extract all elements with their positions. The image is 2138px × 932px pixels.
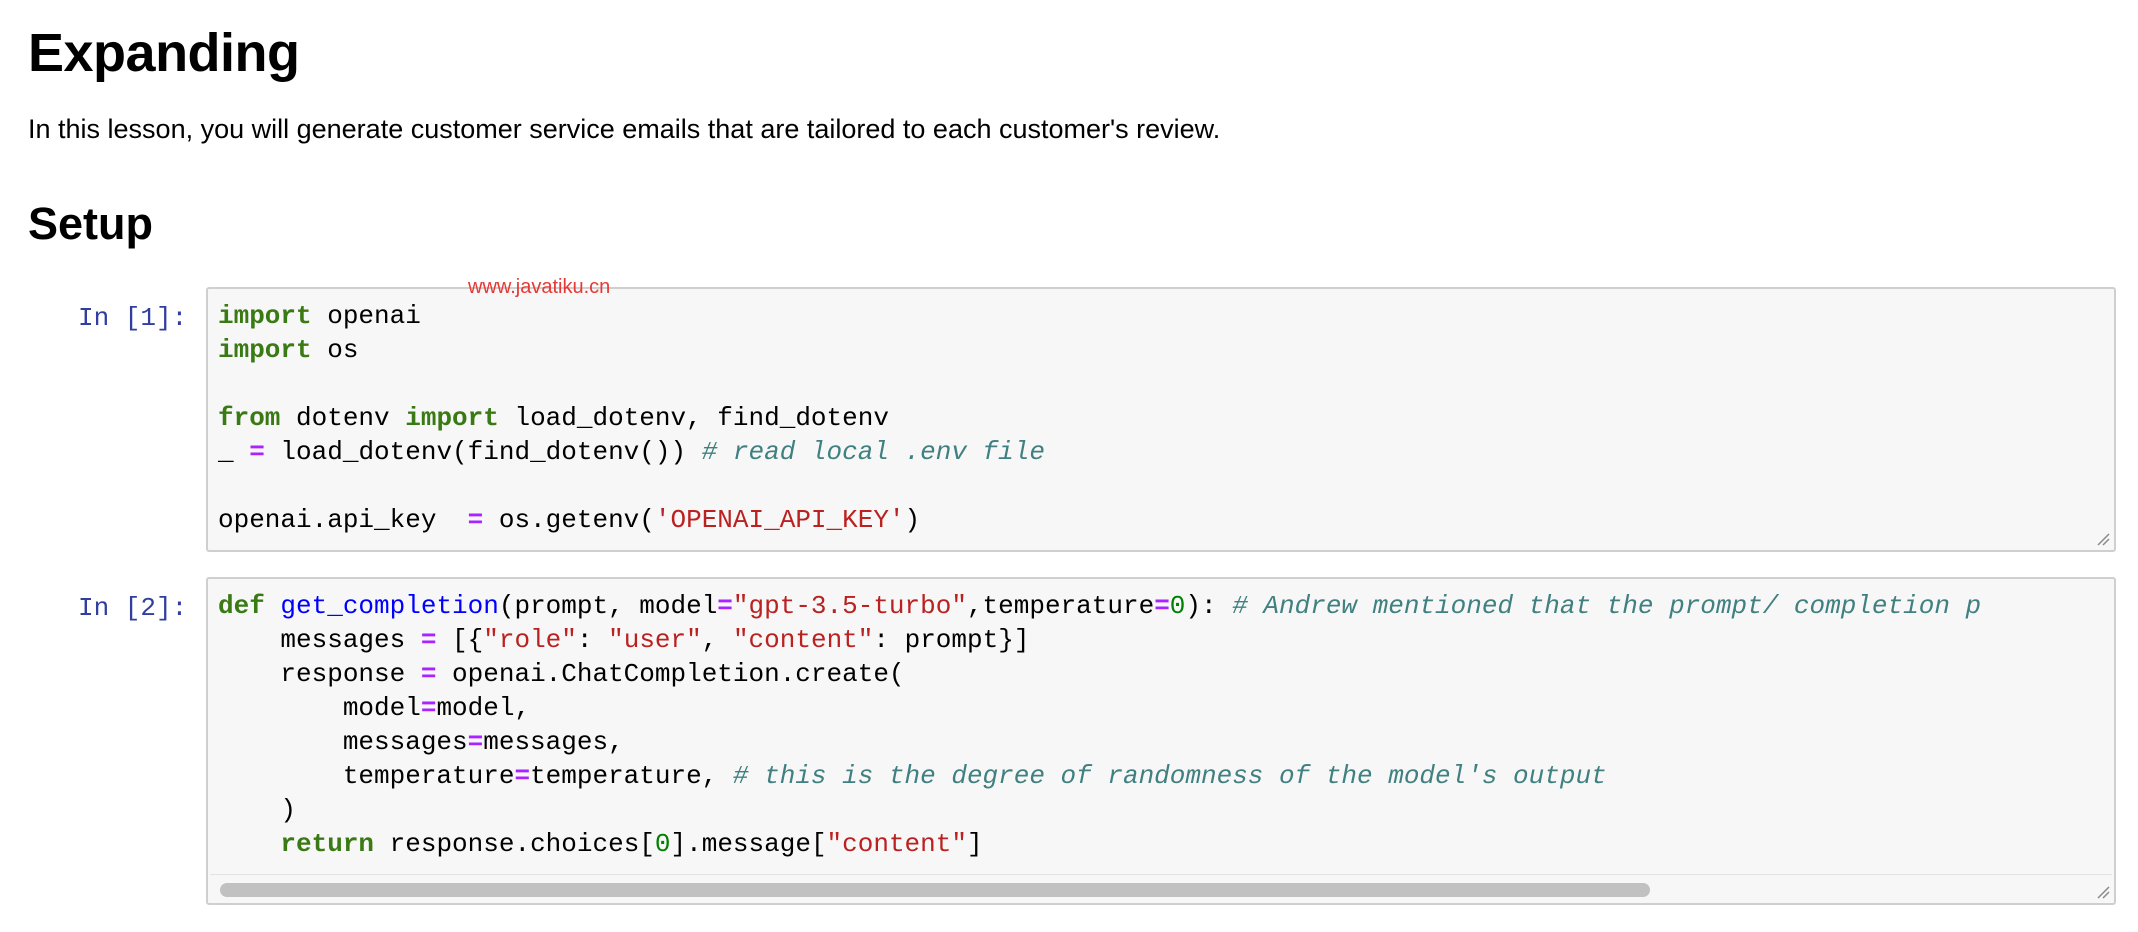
cell-2-input[interactable]: def get_completion(prompt, model="gpt-3.… <box>206 577 2116 905</box>
watermark: www.javatiku.cn <box>468 276 611 298</box>
cell-1-input[interactable]: import openai import os from dotenv impo… <box>206 287 2116 552</box>
resize-handle-icon[interactable] <box>2096 532 2110 546</box>
code-line: openai.api_key = os.getenv('OPENAI_API_K… <box>218 505 921 535</box>
code-line: response = openai.ChatCompletion.create( <box>218 659 905 689</box>
cell-2-code[interactable]: def get_completion(prompt, model="gpt-3.… <box>208 579 2114 861</box>
resize-handle-icon[interactable] <box>2096 885 2110 899</box>
cell-1-prompt: In [1]: <box>78 303 188 333</box>
code-line: messages = [{"role": "user", "content": … <box>218 625 1030 655</box>
code-line: ) <box>218 795 297 825</box>
code-line: def get_completion(prompt, model="gpt-3.… <box>218 591 1982 621</box>
code-line: _ = load_dotenv(find_dotenv()) # read lo… <box>218 437 1045 467</box>
code-line: model=model, <box>218 693 531 723</box>
code-line: temperature=temperature, # this is the d… <box>218 761 1607 791</box>
intro-text: In this lesson, you will generate custom… <box>28 114 1221 144</box>
code-line: import os <box>218 335 359 365</box>
scrollbar-thumb[interactable] <box>220 883 1650 897</box>
section-heading-setup: Setup <box>28 198 154 249</box>
cell-1-code[interactable]: import openai import os from dotenv impo… <box>208 289 2114 537</box>
code-line: return response.choices[0].message["cont… <box>280 829 983 859</box>
cell-2-prompt: In [2]: <box>78 593 188 623</box>
code-line: import openai <box>218 301 421 331</box>
page-title: Expanding <box>28 23 300 83</box>
code-line: from dotenv import load_dotenv, find_dot… <box>218 403 889 433</box>
horizontal-scrollbar[interactable] <box>210 874 2112 903</box>
code-line: messages=messages, <box>218 727 624 757</box>
